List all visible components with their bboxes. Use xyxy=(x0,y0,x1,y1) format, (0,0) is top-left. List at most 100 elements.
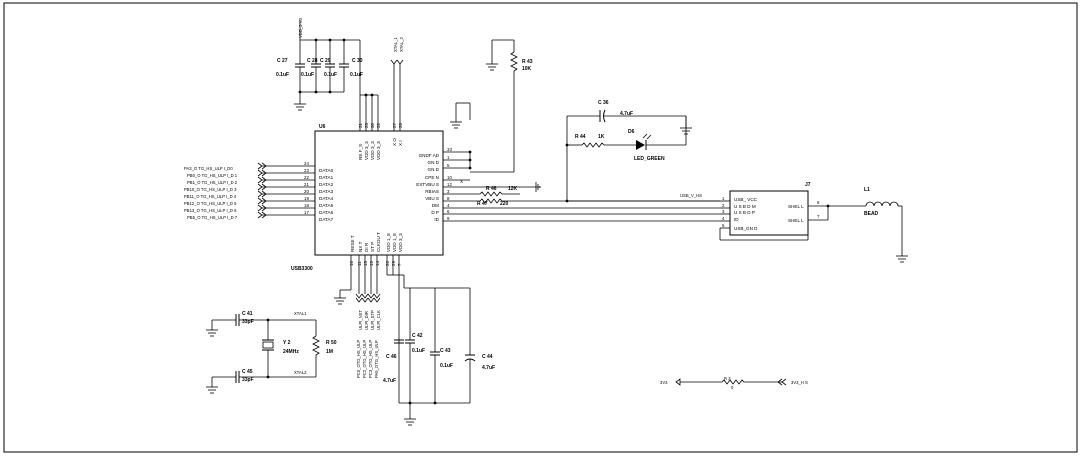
d6-value: LED_GREEN xyxy=(634,156,665,162)
c46-value: 4.7uF xyxy=(383,378,396,384)
j7-pin-num: 5 xyxy=(722,223,725,228)
net-label: XTAL_1 xyxy=(393,37,398,52)
net-label: PB11_O TG_HS_ULP I_D 4 xyxy=(184,194,237,199)
u6-pin-name: VDD 3_3 xyxy=(364,141,369,160)
u6-pin-name: ID xyxy=(434,217,439,222)
c36-ref: C 36 xyxy=(598,100,609,106)
u6-pin-num: 13 xyxy=(369,261,374,266)
u6-pin-num: 14 xyxy=(375,261,380,266)
u6-right-pins: 33 1 5 10 12 3 8 4 6 9 GNDF AD GN D GN D… xyxy=(416,147,720,222)
net-label: PB13_O TG_HS_ULP I_D 6 xyxy=(184,208,237,213)
u6-pin-num: 3 xyxy=(447,189,450,194)
u6-pin-num: 23 xyxy=(304,168,309,173)
u6-pin-name: DM xyxy=(432,203,439,208)
u6-pin-name: VDD 3_3 xyxy=(398,233,403,252)
l1-ref: L1 xyxy=(864,187,870,193)
u6-pin-num: 20 xyxy=(304,189,309,194)
net-3v3: 3V3 xyxy=(660,380,668,385)
decoupling-caps-top: VDD_3 V3 C 27 0.1uF C 28 0.1uF C 29 xyxy=(276,18,363,111)
d6-ref: D6 xyxy=(628,129,635,135)
u6-pin-num: 21 xyxy=(304,182,309,187)
net-label: PA3_O TG_HS_ULP I_D0 xyxy=(184,166,233,171)
r46-value: 12K xyxy=(508,186,518,192)
u6-pin-num: 9 xyxy=(447,216,450,221)
j7-pin-name: U S B D M xyxy=(734,204,756,209)
u6-part: USB3300 xyxy=(291,266,313,272)
c44-value: 4.7uF xyxy=(482,365,495,371)
j7-shell-num: 7 xyxy=(817,214,820,219)
data-nets: PA3_O TG_HS_ULP I_D0 PB0_O TG_HS_ULP I_D… xyxy=(184,162,267,220)
u6-pin-num: 33 xyxy=(447,147,452,152)
l1-bead: L1 BEAD xyxy=(828,187,908,263)
c28-value: 0.1uF xyxy=(301,72,314,78)
u6-left-pins: 24 23 22 21 20 19 18 17 DATA0 DATA1 DATA… xyxy=(262,161,334,222)
j7-ref: J7 xyxy=(805,182,811,188)
u6-pin-name: NX T xyxy=(358,241,363,252)
net-label: PC3_OTG_HS_ULP xyxy=(368,340,373,378)
u6-pin-name: DATA7 xyxy=(319,217,334,222)
u6-pin-name: DATA5 xyxy=(319,203,334,208)
u6-pin-name: VDD 1_8 xyxy=(386,233,391,252)
crystal-circuit: C 41 33pF XTAL1 C 45 33pF XTAL2 Y 2 24MH… xyxy=(206,311,337,394)
r46-ref: R 46 xyxy=(486,186,497,192)
j7-pin-name: ID xyxy=(734,217,739,222)
u6-pin-num: 19 xyxy=(304,196,309,201)
net-label: VDD_3 V3 xyxy=(298,18,303,38)
c42-ref: C 42 xyxy=(412,333,423,339)
u6-pin-name: X O xyxy=(392,138,397,146)
u6-bottom-pins: 16 11 15 13 14 26 29 7 RESE T NX T DI R … xyxy=(334,232,403,378)
u6-pin-name: DATA3 xyxy=(319,189,334,194)
u6-pin-num: 11 xyxy=(357,261,362,266)
j7-pin-num: 1 xyxy=(722,196,725,201)
u6-pin-num: 1 xyxy=(447,155,450,160)
c30-value: 0.1uF xyxy=(350,72,363,78)
r-link-ref: R 3 xyxy=(724,376,731,381)
u6-pin-name: GN D xyxy=(428,160,440,165)
u6-pin-num: 5 xyxy=(447,163,450,168)
sheet-border xyxy=(3,2,1078,453)
u6-pin-name: VBU S xyxy=(425,196,439,201)
j7-shell-name: SHEL L xyxy=(788,204,804,209)
u6-pin-name: X I xyxy=(398,140,403,146)
u6-pin-name: D P xyxy=(431,210,439,215)
net-label: ULPI_NXT xyxy=(358,310,363,330)
c44-ref: C 44 xyxy=(482,354,493,360)
u6-pin-num: 30 xyxy=(370,123,375,128)
xtal1-net: XTAL1 xyxy=(294,311,307,316)
net-label: PB0_O TG_HS_ULP I_D 1 xyxy=(187,173,238,178)
net-label: PB12_O TG_HS_ULP I_D 5 xyxy=(184,201,237,206)
c45-ref: C 45 xyxy=(242,369,253,375)
y2-value: 24MHz xyxy=(283,349,299,355)
r44-value: 1K xyxy=(598,134,605,140)
xtal2-net: XTAL2 xyxy=(294,370,307,375)
r43-resistor: R 43 10K xyxy=(470,39,533,173)
c29-ref: C 29 xyxy=(320,58,331,64)
net-label: XTAL_2 xyxy=(399,37,404,52)
u6-pin-name: RBIAS xyxy=(425,189,439,194)
c46-ref: C 46 xyxy=(386,354,397,360)
u6-pin-num: 8 xyxy=(447,196,450,201)
u6-pin-name: DATA4 xyxy=(319,196,334,201)
u6-pin-name: VDD 3_3 xyxy=(376,141,381,160)
l1-value: BEAD xyxy=(864,211,879,217)
j7-pin-name: USB_GN D xyxy=(734,226,758,231)
c43-value: 0.1uF xyxy=(440,363,453,369)
c27-ref: C 27 xyxy=(277,58,288,64)
net-label: ULPI_DIR xyxy=(364,311,369,330)
r43-ref: R 43 xyxy=(522,59,533,65)
net-label: PC2_OTG_HS_ULP xyxy=(362,340,367,378)
c45-value: 33pF xyxy=(242,377,254,383)
c27-value: 0.1uF xyxy=(276,72,289,78)
r47-ref: R 47 xyxy=(477,201,488,207)
led-circuit: C 36 4.7uF R 44 1K D6 LED_GREEN xyxy=(565,100,692,203)
j7-pin-name: U S B D P xyxy=(734,210,755,215)
u6-pin-num: 28 xyxy=(398,123,403,128)
u6-pin-name: VDD 1_8 xyxy=(392,233,397,252)
u6-pin-num: 17 xyxy=(304,210,309,215)
net-label: PC0_OTG_HS_ULP xyxy=(356,340,361,378)
r47-value: 220 xyxy=(500,201,509,207)
u6-pin-name: VDD 3_3 xyxy=(370,141,375,160)
u6-pin-num: 4 xyxy=(447,203,450,208)
no-connect-mark: X xyxy=(460,179,463,184)
c43-ref: C 43 xyxy=(440,348,451,354)
